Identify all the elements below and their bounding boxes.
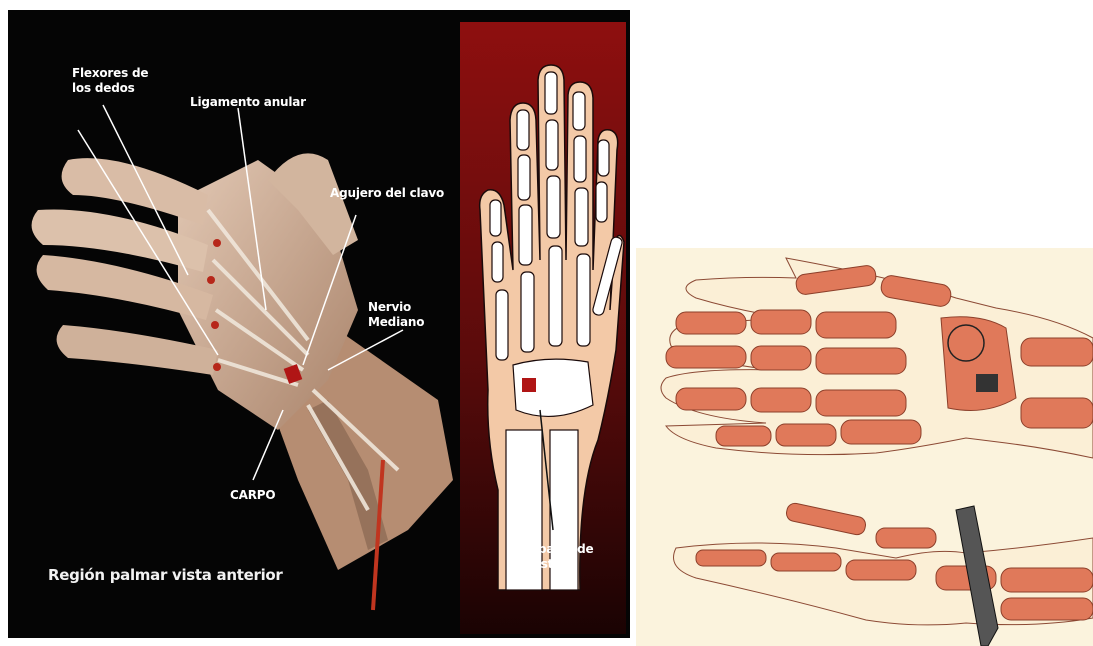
anatomy-figure-right [636,248,1093,646]
label-flexores: Flexores de los dedos [72,66,148,96]
crucifixion-hand-drawing [636,248,1093,646]
label-agujero: Agujero del clavo [330,186,444,201]
label-nervio: Nervio Mediano [368,300,424,330]
label-espacio: Espacio de Destot [523,542,593,572]
dissected-hand [32,153,453,610]
figure-caption: Región palmar vista anterior [48,566,283,584]
label-ligamento: Ligamento anular [190,95,306,110]
nail-head-marker [976,374,998,392]
anatomy-figure-left: Flexores de los dedos Ligamento anular A… [8,10,630,638]
label-carpo: CARPO [230,488,275,503]
destot-space-marker [522,378,536,392]
